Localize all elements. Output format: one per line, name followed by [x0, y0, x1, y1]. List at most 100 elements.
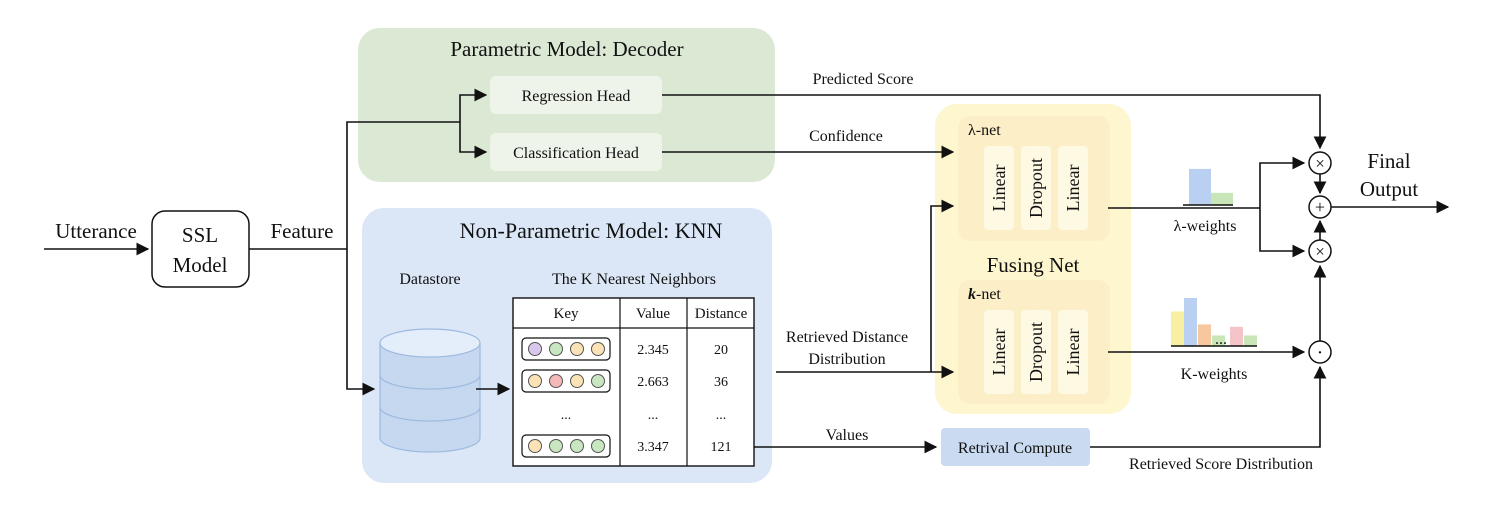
value-cell: ...	[648, 408, 659, 423]
final-output-line1: Final	[1367, 149, 1410, 173]
predicted-score-arrow	[662, 94, 1327, 150]
key-embedding-dot	[570, 439, 584, 453]
key-vector	[521, 337, 611, 361]
retrieved-distance-label-2: Distribution	[808, 351, 885, 368]
layer-label: Linear	[989, 165, 1009, 212]
layer-label: Linear	[1063, 329, 1083, 376]
key-embedding-dot	[528, 342, 542, 356]
k-weight-bar	[1171, 311, 1184, 346]
layer-box	[1058, 310, 1088, 394]
k-weights-chart: ...	[1171, 298, 1257, 348]
retrieval-compute-label: Retrival Compute	[958, 440, 1072, 457]
k-net-label: k-net	[968, 286, 1001, 303]
k-weights-ellipsis: ...	[1215, 331, 1227, 348]
k-weight-bar	[1198, 324, 1211, 346]
to-classification-arrow	[459, 122, 488, 159]
connectors	[44, 88, 1450, 454]
database-icon	[379, 328, 481, 453]
lambda-to-multiply-bottom-arrow	[1259, 208, 1306, 258]
distance-cell: 36	[714, 375, 728, 390]
distance-to-lambda-net-arrow	[930, 199, 955, 372]
dot-operator: ·	[1308, 340, 1332, 364]
layer-1: Dropout	[1021, 310, 1051, 394]
retrieved-score-distribution-label: Retrieved Score Distribution	[1129, 456, 1313, 473]
knn-table: Key Value Distance 2.345 20 2.663 36.......…	[512, 297, 755, 467]
key-embedding-dot	[570, 374, 584, 388]
key-embedding-dot	[528, 439, 542, 453]
predicted-score-label: Predicted Score	[813, 71, 914, 88]
k-weight-bar	[1184, 298, 1197, 346]
table-row: .........	[561, 408, 727, 423]
multiply-top-operator: ×	[1308, 151, 1332, 175]
confidence-label: Confidence	[809, 128, 883, 145]
key-embedding-dot	[591, 342, 605, 356]
datastore-label: Datastore	[399, 271, 460, 288]
layer-box	[1021, 310, 1051, 394]
knn-table-title: The K Nearest Neighbors	[552, 271, 716, 288]
k-weight-bar	[1212, 335, 1225, 346]
distance-cell: ...	[716, 408, 727, 423]
column-header-key: Key	[554, 306, 579, 322]
layer-2: Linear	[1058, 146, 1088, 230]
value-cell: 3.347	[637, 440, 669, 455]
layer-0: Linear	[984, 310, 1014, 394]
key-embedding-dot	[549, 374, 563, 388]
lambda-weight-bar	[1189, 168, 1211, 205]
values-label: Values	[826, 427, 869, 444]
key-embedding-dot	[570, 342, 584, 356]
svg-text:×: ×	[1315, 154, 1325, 173]
parametric-model-panel: Parametric Model: Decoder Regression Hea…	[358, 28, 775, 182]
knn-table-rows: 2.345 20 2.663 36......... 3.347 121	[521, 337, 732, 458]
retrieved-distance-label-1: Retrieved Distance	[786, 329, 908, 346]
lambda-weights-chart	[1183, 168, 1233, 206]
lambda-to-multiply-top-arrow	[1259, 156, 1306, 208]
classification-head-label: Classification Head	[513, 145, 639, 162]
feature-to-datastore-arrow	[346, 249, 376, 396]
key-embedding-dot	[549, 439, 563, 453]
feature-to-decoder-line	[346, 121, 460, 249]
retrieved-score-arrow	[1090, 365, 1327, 448]
feature-label: Feature	[271, 219, 334, 243]
lambda-net-label: λ-net	[968, 122, 1001, 139]
parametric-title: Parametric Model: Decoder	[450, 37, 683, 61]
distance-cell: 20	[714, 343, 728, 358]
lambda-weights-label: λ-weights	[1174, 218, 1237, 235]
value-cell: 2.345	[637, 343, 669, 358]
layer-label: Linear	[1063, 165, 1083, 212]
value-cell: 2.663	[637, 375, 669, 390]
key-embedding-dot	[591, 374, 605, 388]
key-ellipsis: ...	[561, 408, 572, 423]
k-weight-bar	[1230, 326, 1243, 346]
retrieval-compute-box	[941, 428, 1090, 466]
to-regression-arrow	[459, 88, 488, 122]
fusing-net-title: Fusing Net	[987, 253, 1080, 277]
ssl-model-line1: SSL	[182, 223, 218, 247]
table-row: 3.347 121	[521, 434, 732, 458]
layer-label: Linear	[989, 329, 1009, 376]
distance-cell: 121	[711, 440, 732, 455]
layer-0: Linear	[984, 146, 1014, 230]
regression-head-box	[490, 76, 662, 114]
key-embedding-dot	[549, 342, 563, 356]
column-header-value: Value	[636, 306, 670, 322]
key-embedding-dot	[591, 439, 605, 453]
final-output-line2: Output	[1360, 177, 1419, 201]
regression-head-label: Regression Head	[522, 88, 631, 105]
svg-text:·: ·	[1317, 342, 1324, 364]
ssl-model-line2: Model	[173, 253, 228, 277]
table-row: 2.663 36	[521, 369, 728, 393]
multiply-bottom-operator: ×	[1308, 239, 1332, 263]
lambda-net-layers: Linear Dropout Linear	[984, 146, 1088, 230]
key-vector	[521, 369, 611, 393]
key-embedding-dot	[528, 374, 542, 388]
layer-label: Dropout	[1026, 158, 1046, 218]
layer-label: Dropout	[1026, 322, 1046, 382]
layer-box	[1021, 146, 1051, 230]
layer-box	[984, 146, 1014, 230]
table-row: 2.345 20	[521, 337, 728, 361]
column-header-distance: Distance	[695, 306, 748, 322]
utterance-label: Utterance	[55, 219, 137, 243]
k-weight-bar	[1244, 335, 1257, 346]
